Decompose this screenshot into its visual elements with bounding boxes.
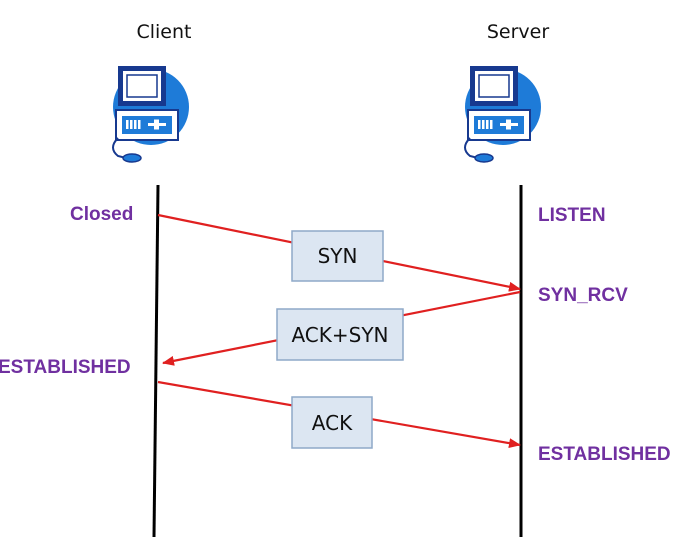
client-state-closed: Closed: [70, 204, 133, 225]
server-state-syn-rcv: SYN_RCV: [538, 285, 628, 306]
client-label: Client: [136, 21, 191, 43]
ack-label: ACK: [312, 411, 353, 435]
ack-syn-label: ACK+SYN: [291, 323, 388, 347]
ack-message: ACK: [291, 396, 373, 449]
syn-box: [291, 230, 384, 282]
client-state-established: ESTABLISHED: [0, 357, 131, 378]
server-label: Server: [487, 21, 549, 43]
server-state-established: ESTABLISHED: [538, 444, 671, 465]
server-computer-icon: [464, 65, 542, 163]
syn-label: SYN: [318, 244, 358, 268]
ack-syn-message: ACK+SYN: [276, 308, 404, 361]
syn-message: SYN: [291, 230, 384, 282]
client-computer-icon: [112, 65, 190, 163]
client-lifeline: [152, 184, 160, 538]
ack-box: [291, 396, 373, 449]
server-state-listen: LISTEN: [538, 205, 606, 226]
ack-syn-box: [276, 308, 404, 361]
